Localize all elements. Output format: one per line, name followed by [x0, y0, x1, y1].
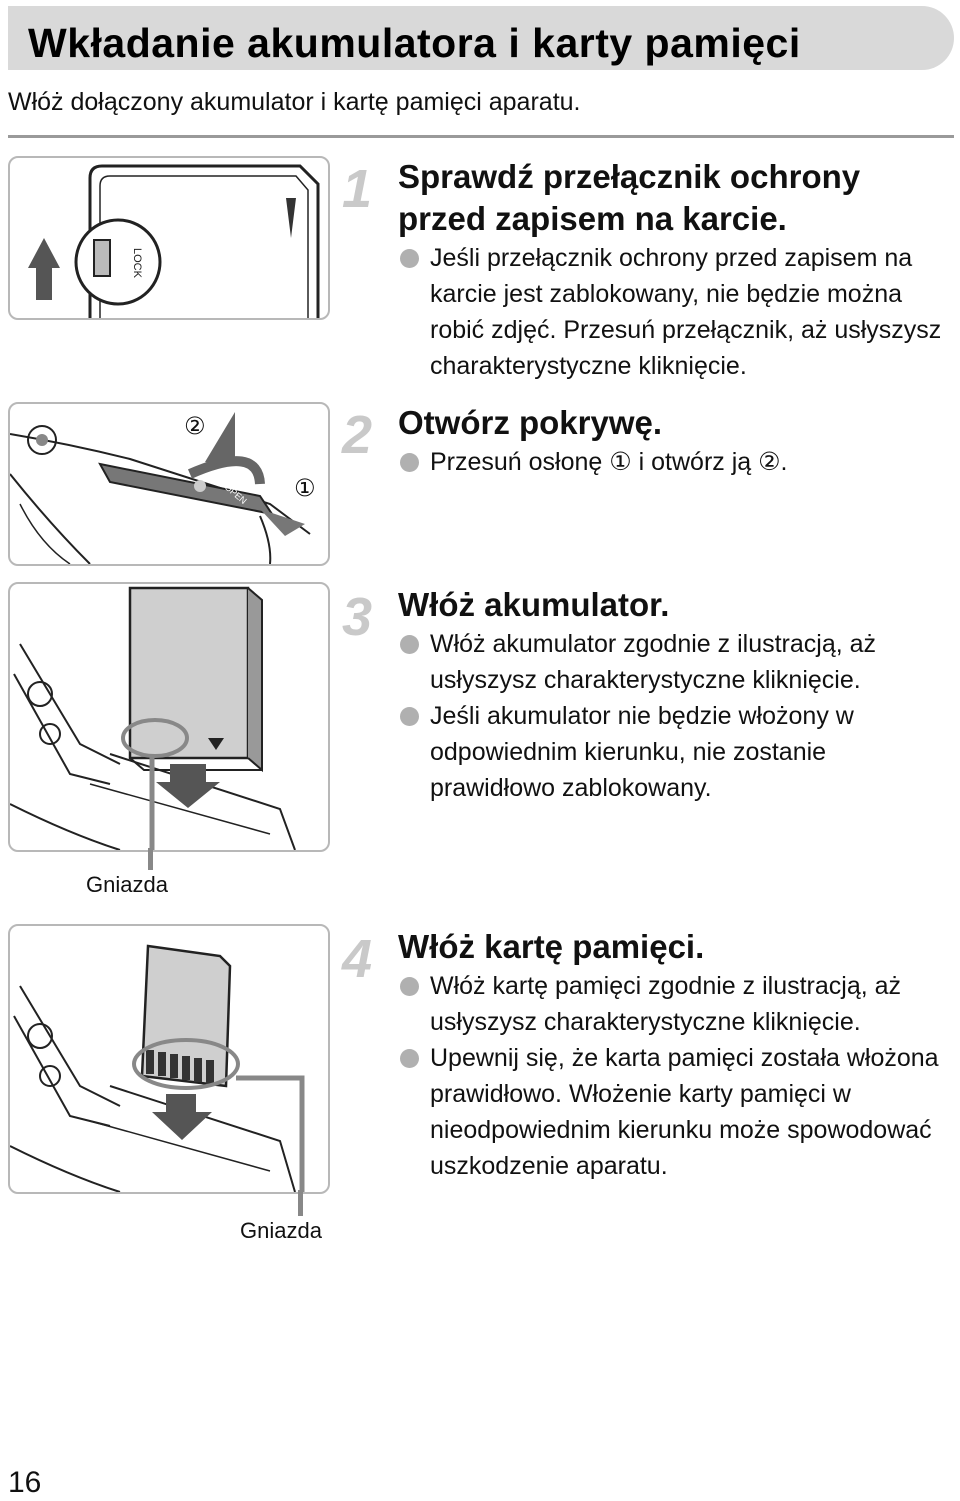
memory-card: [140, 944, 232, 1088]
card-insert-drawing: [10, 944, 305, 1192]
battery-slot-caption: Gniazda: [86, 872, 168, 897]
battery-triangle-mark: [208, 738, 224, 750]
battery-drawing: [10, 586, 296, 850]
card-insert-illustration: [8, 924, 330, 1194]
step-1: Sprawdź przełącznik ochrony przed zapise…: [398, 156, 954, 384]
card-caption-leader-ext: [298, 1190, 303, 1216]
step-2-bullet-1: Przesuń osłonę ① i otwórz ją ②.: [398, 444, 954, 480]
step-1-bullet-1: Jeśli przełącznik ochrony przed zapisem …: [398, 240, 954, 384]
bullet-dot-icon: [400, 1049, 419, 1068]
lock-switch-magnifier: [74, 218, 162, 306]
step-1-heading-line1: Sprawdź przełącznik ochrony: [398, 158, 861, 195]
step-4: Włóż kartę pamięci. Włóż kartę pamięci z…: [398, 926, 954, 1184]
step-4-bullet-2: Upewnij się, że karta pamięci została wł…: [398, 1040, 954, 1184]
battery-insert-illustration: [8, 582, 330, 852]
step-4-heading: Włóż kartę pamięci.: [398, 928, 705, 965]
step-number-4: 4: [342, 929, 373, 989]
bullet-dot-icon: [400, 453, 419, 472]
step-3-bullet-1: Włóż akumulator zgodnie z ilustracją, aż…: [398, 626, 954, 698]
bullet-dot-icon: [400, 249, 419, 268]
step-3-bullet-2: Jeśli akumulator nie będzie włożony w od…: [398, 698, 954, 806]
card-slot-caption: Gniazda: [240, 1218, 322, 1243]
step-2: Otwórz pokrywę. Przesuń osłonę ① i otwór…: [398, 402, 954, 480]
step-2-heading: Otwórz pokrywę.: [398, 404, 663, 441]
battery-pack: [128, 586, 250, 760]
card-lock-label: LOCK: [131, 248, 143, 279]
battery-caption-leader-ext: [148, 848, 153, 870]
step-number-2: 2: [342, 405, 373, 465]
battery-cover: [98, 462, 275, 516]
arrow-up-icon: [28, 238, 60, 300]
bullet-dot-icon: [400, 977, 419, 996]
cover-open-illustration: OPEN ② ①: [8, 402, 330, 566]
open-arrow-icon: [187, 456, 265, 485]
bullet-dot-icon: [400, 635, 419, 654]
card-lock-illustration: LOCK: [8, 156, 330, 320]
card-triangle-mark: [286, 198, 296, 238]
title-bar: Wkładanie akumulatora i karty pamięci: [8, 6, 954, 70]
card-contacts: [146, 1050, 214, 1084]
card-contacts-highlight: [132, 1038, 240, 1090]
lock-switch: [93, 239, 111, 277]
step-1-heading-line2: przed zapisem na karcie.: [398, 200, 787, 237]
intro-text: Włóż dołączony akumulator i kartę pamięc…: [8, 88, 581, 116]
cover-marker-2: ②: [184, 412, 206, 440]
step-3: Włóż akumulator. Włóż akumulator zgodnie…: [398, 584, 954, 806]
battery-contacts-highlight: [121, 718, 189, 758]
step-number-3: 3: [342, 587, 373, 647]
section-divider: [8, 135, 954, 138]
step-number-1: 1: [342, 159, 373, 219]
slide-arrow-icon: [260, 509, 305, 536]
page-number: 16: [8, 1466, 42, 1499]
card-lock-drawing: LOCK: [28, 164, 320, 318]
cover-marker-1: ①: [294, 474, 316, 502]
card-caption-leader: [236, 1075, 305, 1192]
cover-drawing: OPEN ② ①: [10, 412, 316, 564]
page-title: Wkładanie akumulatora i karty pamięci: [28, 20, 801, 66]
step-4-bullet-1: Włóż kartę pamięci zgodnie z ilustracją,…: [398, 968, 954, 1040]
arrow-down-icon: [156, 764, 220, 808]
bullet-dot-icon: [400, 707, 419, 726]
arrow-down-icon-2: [152, 1094, 212, 1140]
step-3-heading: Włóż akumulator.: [398, 586, 670, 623]
